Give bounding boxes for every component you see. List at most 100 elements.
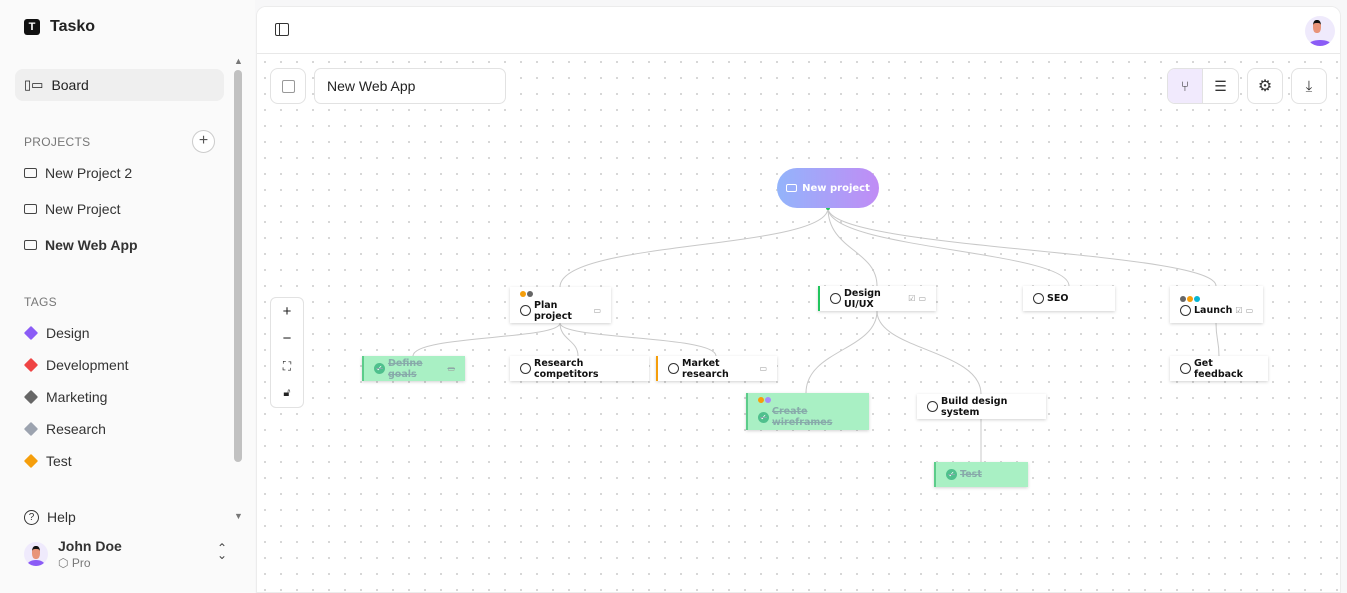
sidebar-item-board[interactable]: ▯▭ Board — [15, 69, 224, 101]
zoom-in-button[interactable]: + — [282, 303, 292, 320]
list-view-button[interactable]: ☰ — [1203, 78, 1238, 95]
sidebar-project-item[interactable]: New Project — [24, 201, 120, 217]
status-circle-icon[interactable] — [1033, 293, 1044, 304]
add-project-button[interactable]: + — [192, 130, 215, 153]
diamond-icon — [23, 421, 39, 437]
board-label: Board — [51, 77, 89, 93]
chevron-up-down-icon[interactable]: ⌃⌄ — [217, 541, 228, 562]
list-icon: ☰ — [1214, 77, 1227, 94]
folder-icon — [24, 204, 37, 214]
folder-icon — [786, 184, 798, 192]
projects-heading: PROJECTS — [24, 135, 91, 149]
task-label: Plan project — [534, 299, 572, 322]
sidebar-scrollbar[interactable] — [234, 70, 242, 462]
sidebar-project-item-active[interactable]: New Web App — [24, 237, 138, 253]
project-name-input[interactable] — [314, 68, 506, 104]
task-label: Market research — [682, 357, 729, 380]
check-icon[interactable]: ✓ — [758, 411, 769, 423]
root-node[interactable]: New project — [777, 168, 879, 208]
root-label: New project — [802, 182, 870, 194]
user-avatar — [24, 542, 48, 566]
user-plan: Pro — [71, 556, 91, 570]
lock-button[interactable]: 🔓︎ — [283, 386, 291, 399]
tag-label: Marketing — [46, 389, 108, 405]
status-circle-icon[interactable] — [927, 401, 938, 412]
task-node-test[interactable]: ✓Test — [934, 462, 1028, 487]
diamond-icon — [23, 453, 39, 469]
task-node-wireframes[interactable]: ✓Create wireframes — [746, 393, 869, 430]
task-label: Test — [960, 469, 982, 480]
gear-icon: ⚙ — [1257, 78, 1273, 95]
task-label: Build design system — [941, 395, 1008, 418]
scroll-down-arrow[interactable]: ▼ — [234, 511, 243, 521]
user-menu[interactable]: John Doe ⬡ Pro — [24, 538, 122, 570]
status-circle-icon[interactable] — [1180, 304, 1191, 316]
task-node-plan[interactable]: Plan project▭ — [510, 287, 611, 323]
fit-view-button[interactable]: ⛶ — [282, 358, 292, 373]
zoom-controls: + − ⛶ 🔓︎ — [270, 297, 304, 408]
toggle-sidebar-button[interactable] — [275, 23, 289, 36]
comment-icon: ▭ — [759, 364, 767, 373]
help-link[interactable]: ? Help — [24, 509, 76, 525]
task-node-market[interactable]: Market research ▭ — [656, 356, 777, 381]
board-icon: ▯▭ — [24, 77, 44, 92]
settings-button[interactable]: ⚙ — [1247, 68, 1283, 104]
task-node-goals[interactable]: ✓Define goals ▭ — [362, 356, 465, 381]
status-circle-icon[interactable] — [830, 293, 841, 304]
task-label: Research competitors — [534, 357, 599, 380]
zoom-out-button[interactable]: − — [282, 330, 292, 348]
diamond-icon — [23, 389, 39, 405]
help-icon: ? — [24, 509, 39, 525]
user-name: John Doe — [58, 538, 122, 554]
tag-dots — [758, 395, 859, 406]
scroll-up-arrow[interactable]: ▲ — [234, 56, 243, 66]
profile-avatar[interactable] — [1305, 16, 1335, 46]
task-node-seo[interactable]: SEO — [1023, 286, 1115, 311]
folder-icon — [24, 240, 37, 250]
project-label: New Project — [45, 201, 121, 217]
task-node-design[interactable]: Design UI/UX ☑▭ — [818, 286, 936, 311]
task-label: Design UI/UX — [844, 287, 881, 310]
save-button[interactable] — [270, 68, 306, 104]
download-icon: ⤓ — [1305, 77, 1313, 95]
check-icon[interactable]: ✓ — [946, 469, 957, 480]
tag-label: Design — [46, 325, 90, 341]
graph-canvas[interactable] — [257, 54, 1340, 592]
task-node-designsystem[interactable]: Build design system — [917, 394, 1046, 419]
task-label: SEO — [1047, 293, 1069, 304]
task-node-feedback[interactable]: Get feedback — [1170, 356, 1268, 381]
tag-item[interactable]: Marketing — [23, 389, 108, 405]
folder-icon — [24, 168, 37, 178]
tag-item[interactable]: Development — [23, 357, 129, 373]
help-label: Help — [47, 509, 76, 525]
comment-icon: ▭ — [447, 364, 455, 373]
app-name: Tasko — [50, 18, 96, 35]
tag-label: Test — [46, 453, 72, 469]
checklist-icon: ☑ — [908, 294, 916, 303]
top-header — [257, 7, 1340, 54]
download-button[interactable]: ⤓ — [1291, 68, 1327, 104]
sidebar-project-item[interactable]: New Project 2 — [24, 165, 132, 181]
task-label: Launch — [1194, 304, 1233, 316]
tag-label: Development — [46, 357, 129, 373]
tag-item[interactable]: Research — [23, 421, 106, 437]
project-label: New Project 2 — [45, 165, 133, 181]
tags-heading: TAGS — [24, 295, 57, 309]
check-icon[interactable]: ✓ — [374, 363, 385, 374]
task-label: Define goals — [388, 357, 423, 380]
checklist-icon: ☑ — [1235, 305, 1243, 315]
task-node-competitors[interactable]: Research competitors — [510, 356, 649, 381]
task-node-launch[interactable]: Launch☑▭ — [1170, 286, 1263, 323]
git-branch-icon: ⑂ — [1180, 78, 1190, 94]
status-circle-icon[interactable] — [520, 305, 531, 316]
task-label: Create wireframes — [772, 406, 833, 428]
comment-icon: ▭ — [918, 294, 926, 303]
status-circle-icon[interactable] — [1180, 363, 1191, 374]
tag-item[interactable]: Design — [23, 325, 90, 341]
graph-view-button[interactable]: ⑂ — [1168, 69, 1204, 103]
task-label: Get feedback — [1194, 357, 1243, 380]
status-circle-icon[interactable] — [668, 363, 679, 374]
status-circle-icon[interactable] — [520, 363, 531, 374]
tag-item[interactable]: Test — [23, 453, 72, 469]
